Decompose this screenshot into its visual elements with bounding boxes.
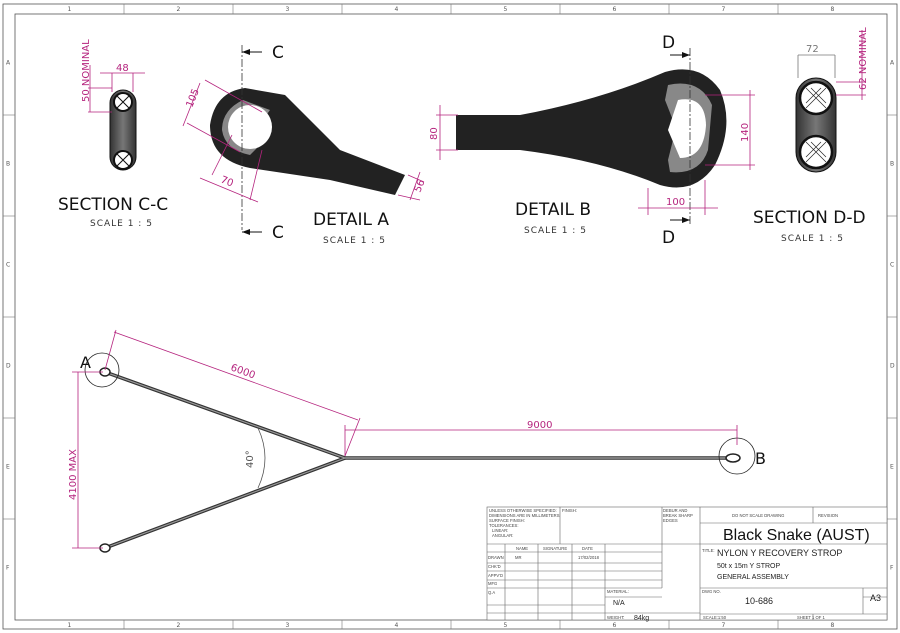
detail-a-title: DETAIL A (313, 210, 389, 230)
header-signature: SIGNATURE (543, 546, 567, 551)
detail-b-title: DETAIL B (515, 200, 591, 220)
note-dimensions: DIMENSIONS ARE IN MILLIMETERS (489, 513, 560, 518)
note-unless: UNLESS OTHERWISE SPECIFIED: (489, 508, 557, 513)
dim-56: 56 (413, 178, 428, 194)
section-cc-title: SECTION C-C (58, 195, 168, 215)
detail-a-view: C C 105 70 56 DETAIL A SCALE 1 : 5 (182, 43, 428, 246)
note-surface: SURFACE FINISH: (489, 518, 525, 523)
debur-3: EDGES (663, 518, 678, 523)
zone-col-bottom: 6 (613, 622, 617, 629)
dim-50-nominal: 50 NOMINAL (81, 39, 92, 102)
section-c-marker-bottom: C (272, 223, 284, 243)
zone-col-top: 3 (286, 6, 290, 13)
zone-row-left: F (6, 565, 10, 572)
sheet-count: SHEET 1 OF 1 (797, 615, 826, 620)
role-checked: CHK'D (488, 564, 501, 569)
company-name: Black Snake (AUST) (723, 527, 870, 544)
dim-48: 48 (116, 63, 129, 74)
dim-4100-max: 4100 MAX (68, 449, 79, 500)
section-dd-title: SECTION D-D (753, 208, 866, 228)
note-linear: LINEAR: (492, 528, 508, 533)
note-angular: ANGULAR: (492, 533, 513, 538)
detail-b-marker: B (755, 449, 766, 468)
zone-col-top: 6 (613, 6, 617, 13)
role-drawn: DRAWN (488, 555, 504, 560)
dim-9000: 9000 (527, 420, 552, 431)
section-cc-view: 48 50 NOMINAL SECTION C-C SCALE 1 : 5 (58, 39, 168, 229)
zone-row-right: B (890, 161, 894, 168)
detail-b-scale: SCALE 1 : 5 (524, 226, 587, 236)
role-approved: APPV'D (488, 573, 503, 578)
drawn-name: MR (515, 555, 522, 560)
drawn-date: 17/02/2018 (578, 555, 600, 560)
weight-label: WEIGHT: (607, 615, 624, 620)
note-tolerances: TOLERANCES: (489, 523, 518, 528)
role-qa: Q.A (488, 590, 495, 595)
section-d-marker-bottom: D (662, 228, 675, 248)
zone-row-left: C (6, 262, 10, 269)
drawing-scale: SCALE:1:50 (703, 615, 727, 620)
zone-col-top: 2 (177, 6, 181, 13)
zone-row-left: D (6, 363, 11, 370)
zone-col-top: 1 (68, 6, 72, 13)
dim-105: 105 (185, 87, 202, 109)
finish-label: FINISH: (562, 508, 577, 513)
dim-80: 80 (429, 127, 440, 140)
zone-row-right: F (890, 565, 894, 572)
material-label: MATERIAL: (607, 589, 629, 594)
title-block: UNLESS OTHERWISE SPECIFIED: DIMENSIONS A… (486, 506, 888, 622)
revision-label: REVISION (818, 513, 838, 518)
section-d-marker-top: D (662, 33, 675, 53)
role-mfg: MFG (488, 581, 497, 586)
section-dd-scale: SCALE 1 : 5 (781, 234, 844, 244)
zone-col-top: 8 (831, 6, 835, 13)
detail-a-marker: A (80, 353, 91, 372)
sheet-size: A3 (870, 593, 881, 603)
section-dd-view: 72 62 NOMINAL SECTION D-D SCALE 1 : 5 (753, 27, 869, 244)
header-name: NAME (516, 546, 528, 551)
dim-72: 72 (806, 44, 819, 55)
zone-col-bottom: 2 (177, 622, 181, 629)
section-cc-scale: SCALE 1 : 5 (90, 219, 153, 229)
dim-100: 100 (666, 197, 685, 208)
detail-a-callout (84, 352, 120, 388)
header-date: DATE (582, 546, 593, 551)
dim-70: 70 (219, 175, 235, 190)
detail-a-scale: SCALE 1 : 5 (323, 236, 386, 246)
do-not-scale: DO NOT SCALE DRAWING (732, 513, 784, 518)
title-line-1: NYLON Y RECOVERY STROP (717, 548, 842, 558)
zone-col-bottom: 5 (504, 622, 508, 629)
material-value: N/A (613, 600, 625, 607)
title-label: TITLE: (702, 548, 715, 553)
detail-b-view: D D 80 140 100 DETAIL B SCALE 1 : 5 (429, 33, 755, 248)
weight-value: 84kg (634, 615, 649, 622)
zone-col-top: 5 (504, 6, 508, 13)
zone-col-bottom: 1 (68, 622, 72, 629)
zone-row-left: B (6, 161, 10, 168)
zone-col-top: 4 (395, 6, 399, 13)
angle-40: 40° (245, 450, 256, 468)
title-line-3: GENERAL ASSEMBLY (717, 574, 789, 581)
zone-col-bottom: 8 (831, 622, 835, 629)
zone-row-right: E (890, 464, 894, 471)
dwg-no: 10-686 (745, 596, 773, 606)
main-assembly-view: A B 6000 9000 4100 MAX 40° (68, 329, 766, 553)
zone-col-top: 7 (722, 6, 726, 13)
dim-62-nominal: 62 NOMINAL (858, 27, 869, 90)
zone-row-right: A (890, 60, 895, 67)
zone-col-bottom: 3 (286, 622, 290, 629)
zone-row-right: C (890, 262, 894, 269)
dim-140: 140 (740, 123, 751, 142)
zone-col-bottom: 7 (722, 622, 726, 629)
zone-col-bottom: 4 (395, 622, 399, 629)
zone-row-left: E (6, 464, 10, 471)
section-c-marker-top: C (272, 43, 284, 63)
dwg-no-label: DWG NO. (702, 589, 721, 594)
debur-1: DEBUR AND (663, 508, 687, 513)
zone-row-left: A (6, 60, 11, 67)
title-line-2: 50t x 15m Y STROP (717, 563, 780, 570)
zone-row-right: D (890, 363, 895, 370)
debur-2: BREAK SHARP (663, 513, 693, 518)
